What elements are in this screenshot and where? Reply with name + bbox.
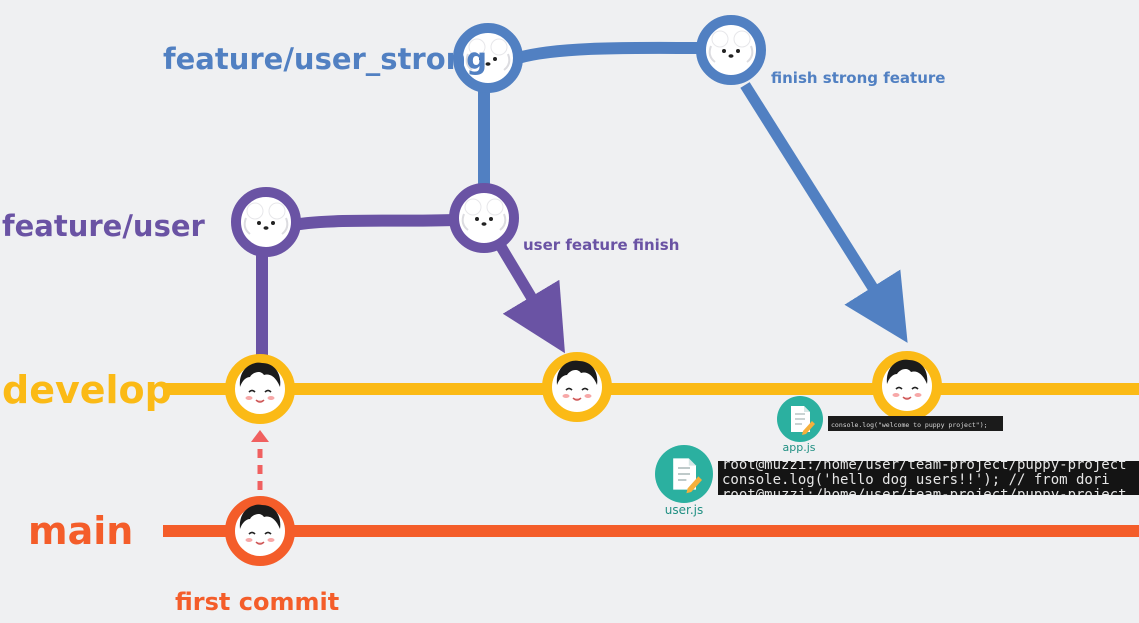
commit-label-finish-strong: finish strong feature bbox=[771, 69, 945, 87]
commit-node-develop-2[interactable] bbox=[542, 352, 612, 422]
commit-label-user-feature-finish: user feature finish bbox=[523, 236, 679, 254]
person-face-icon bbox=[239, 361, 282, 410]
branch-label-feature-user-strong: feature/user_strong bbox=[163, 42, 487, 76]
branch-label-develop: develop bbox=[2, 368, 172, 412]
branch-label-feature-user: feature/user bbox=[2, 209, 206, 243]
commit-node-feature-user-1[interactable] bbox=[231, 187, 301, 257]
app-js-filename: app.js bbox=[783, 441, 816, 454]
person-face-icon bbox=[886, 358, 929, 407]
commit-node-strong-2[interactable] bbox=[696, 15, 766, 85]
feature-user-line bbox=[288, 214, 456, 232]
app-js-code-panel bbox=[828, 416, 1003, 431]
terminal-line-3: root@muzzi:/home/user/team-project/puppy… bbox=[722, 487, 1127, 503]
commit-node-strong-1[interactable] bbox=[453, 23, 523, 93]
person-face-icon bbox=[239, 503, 282, 552]
main-to-develop-arrowhead bbox=[251, 430, 269, 442]
branch-label-main: main bbox=[28, 509, 133, 553]
commit-node-develop-3[interactable] bbox=[872, 351, 942, 421]
user-js-terminal: root@muzzi:/home/user/team-project/puppy… bbox=[718, 457, 1139, 503]
feature-user-merge-arrow bbox=[495, 242, 565, 354]
app-js-code-line: console.log("welcome to puppy project"); bbox=[831, 421, 988, 429]
commit-label-first-commit: first commit bbox=[175, 588, 339, 616]
feature-user-strong-merge-arrow bbox=[740, 82, 908, 343]
terminal-line-1: root@muzzi:/home/user/team-project/puppy… bbox=[722, 457, 1127, 473]
feature-user-strong-line bbox=[516, 41, 701, 64]
person-face-icon bbox=[556, 359, 599, 408]
commit-node-main-1[interactable] bbox=[225, 496, 295, 566]
user-js-filename: user.js bbox=[665, 503, 703, 517]
commit-node-feature-user-2[interactable] bbox=[449, 183, 519, 253]
terminal-line-2: console.log('hello dog users!!'); // fro… bbox=[722, 472, 1110, 488]
app-js-file[interactable] bbox=[777, 396, 823, 442]
user-js-file[interactable] bbox=[655, 445, 713, 503]
commit-node-develop-1[interactable] bbox=[225, 354, 295, 424]
